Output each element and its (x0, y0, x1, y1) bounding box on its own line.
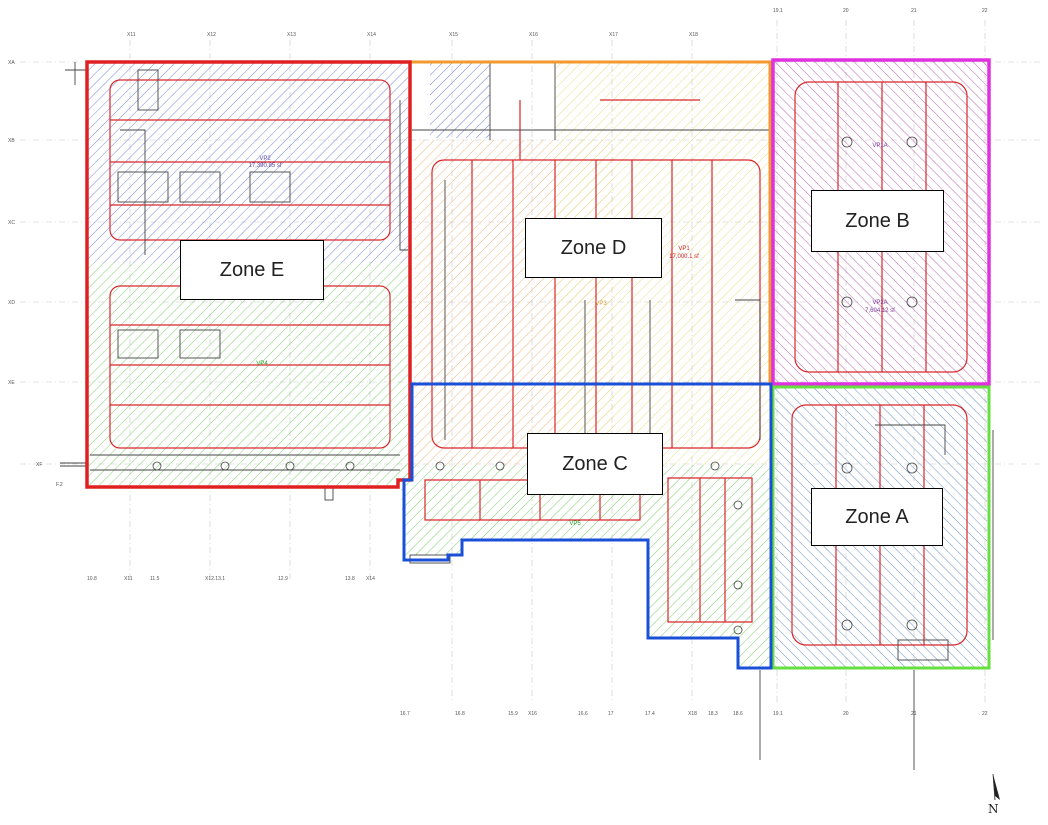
area-stair-hatch (430, 63, 490, 138)
area-label-vp2: VP2 (259, 156, 271, 162)
grid-label: 16.8 (455, 711, 465, 717)
grid-label: X18 (689, 32, 698, 38)
grid-label: XA (8, 60, 15, 66)
grid-label: X15 (449, 32, 458, 38)
area-vp5-hatch (400, 465, 770, 668)
grid-label: 17 (608, 711, 614, 717)
grid-label: 18.6 (733, 711, 743, 717)
north-arrow-icon (992, 773, 1000, 801)
area-label-vp1a: VP1A (872, 143, 887, 149)
zone-a-outline (771, 385, 991, 670)
grid-label: 15.9 (508, 711, 518, 717)
grid-label: 11.5 (150, 576, 160, 582)
zone-e-label: Zone E (180, 240, 324, 300)
area-vp2-hatch (88, 63, 408, 263)
grid-label: X17 (609, 32, 618, 38)
grid-label: X14 (367, 32, 376, 38)
zone-d-label: Zone D (525, 218, 662, 278)
zone-b-outline (771, 58, 991, 386)
grid-label: X14 (366, 576, 375, 582)
area-value-vp2a: 7,604.12 sf (865, 308, 895, 314)
route-lines (109, 79, 968, 646)
grid-labels-bottom: 10.8 X11 11.5 X12.13.1 12.9 13.8 X14 16.… (87, 576, 988, 717)
area-label-vp1: VP1 (678, 246, 690, 252)
grid-label: X11 (124, 576, 133, 582)
grid-label: XF (36, 462, 42, 468)
grid-label: XD (8, 300, 15, 306)
grid-label: X12 (207, 32, 216, 38)
area-labels: VP2 17,390.85 sf VP4 VP3 VP1 17,000.1 sf… (248, 143, 895, 527)
grid-label: 20 (843, 711, 849, 717)
grid-label: 17.4 (645, 711, 655, 717)
grid-label: XE (8, 380, 15, 386)
area-label-vp5: VP5 (569, 521, 581, 527)
grid-label: 16.7 (400, 711, 410, 717)
area-value-vp2: 17,390.85 sf (248, 163, 281, 169)
grid-labels-left: XA XB XC XD XE XF F.2 (8, 60, 63, 488)
area-label-vp4: VP4 (256, 361, 268, 367)
grid-label: X16 (528, 711, 537, 717)
grid-label: X13 (287, 32, 296, 38)
grid-labels-top: X11 X12 X13 X14 X15 X16 X17 X18 19.1 20 … (127, 8, 988, 38)
grid-label: X12.13.1 (205, 576, 225, 582)
zone-a-label: Zone A (811, 488, 943, 546)
north-label: N (988, 802, 999, 816)
zone-c-outline (402, 382, 773, 670)
grid-label: 13.8 (345, 576, 355, 582)
zone-outlines (85, 58, 991, 670)
grid-label: 22 (982, 8, 988, 14)
grid-label: 20 (843, 8, 849, 14)
zone-b-label: Zone B (811, 190, 944, 252)
grid-label: X16 (529, 32, 538, 38)
grid-label: 16.6 (578, 711, 588, 717)
grid-label: 10.8 (87, 576, 97, 582)
fixture-markers (152, 136, 918, 635)
grid-label: X11 (127, 32, 136, 38)
grid-label: 19.1 (773, 8, 783, 14)
zone-c-label: Zone C (527, 433, 663, 495)
grid-label: XC (8, 220, 15, 226)
wall-lines (60, 62, 994, 770)
area-label-vp2a: VP2A (872, 300, 887, 306)
grid-label: XB (8, 138, 15, 144)
grid-label: X18 (688, 711, 697, 717)
grid-label: 18.3 (708, 711, 718, 717)
grid-label: 12.9 (278, 576, 288, 582)
grid-label: F.2 (56, 482, 63, 488)
grid-label: 22 (982, 711, 988, 717)
grid-label: 19.1 (773, 711, 783, 717)
area-label-vp3: VP3 (595, 301, 607, 307)
area-value-vp1: 17,000.1 sf (669, 254, 699, 260)
zone-e-outline (85, 60, 412, 489)
grid-label: 21 (911, 8, 917, 14)
